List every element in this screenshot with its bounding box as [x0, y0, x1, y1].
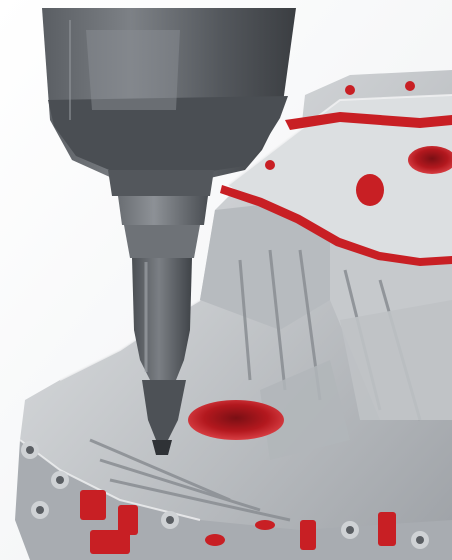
machine-spindle — [42, 8, 296, 455]
machined-surfaces — [80, 112, 452, 554]
flange-bolt-holes — [21, 81, 429, 549]
